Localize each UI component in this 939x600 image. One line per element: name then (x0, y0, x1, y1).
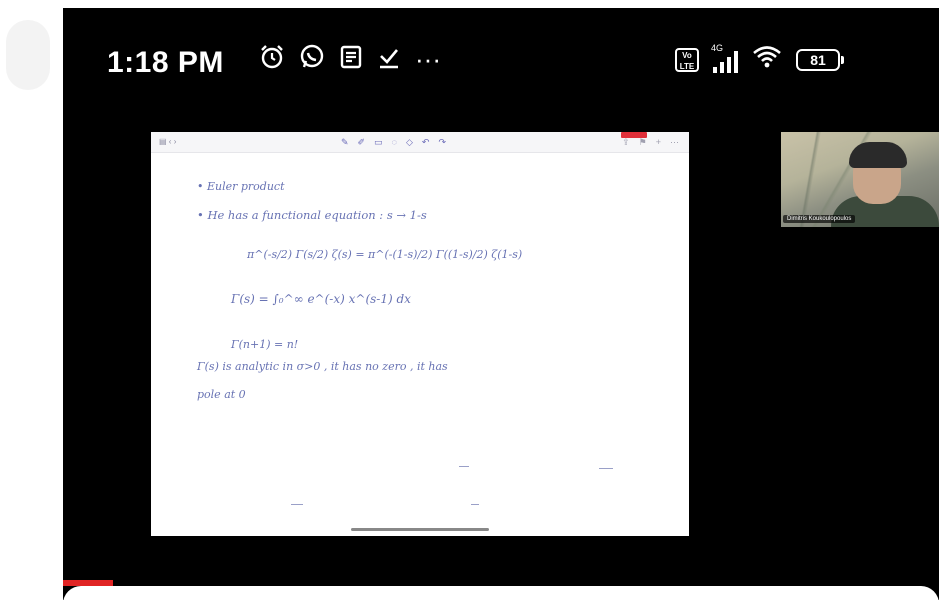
toolbar-right-controls: ⇪ ⚑ + ⋯ (622, 137, 679, 148)
recording-indicator (621, 132, 647, 138)
note-line: • He has a functional equation : s → 1-s (197, 208, 427, 222)
redo-icon[interactable]: ↷ (438, 137, 446, 147)
progress-indicator (63, 580, 113, 586)
participant-hair (849, 142, 907, 168)
download-done-icon (377, 44, 401, 74)
note-line: pole at 0 (197, 388, 246, 401)
highlighter-tool-icon[interactable]: ✐ (357, 137, 366, 147)
blurred-edge (6, 20, 50, 90)
share-icon[interactable]: ⇪ (622, 137, 630, 147)
drawing-tools: ✎ ✐ ▭ ◌ ◇ ↶ ↷ (341, 137, 446, 148)
battery-level: 81 (796, 48, 840, 71)
signal-icon: 4G (711, 43, 738, 73)
battery-icon: 81 (796, 48, 844, 71)
phone-screen: 1:18 PM (63, 8, 939, 600)
shapes-tool-icon[interactable]: ◇ (405, 137, 413, 147)
note-line: • Euler product (197, 180, 285, 193)
ink-speck (459, 466, 469, 467)
ink-speck (599, 468, 613, 469)
add-page-icon[interactable]: + (655, 137, 661, 147)
more-icon: ··· (415, 44, 441, 74)
system-icons: Vo LTE 4G 81 (675, 43, 844, 75)
note-line: Γ(s) is analytic in σ>0 , it has no zero… (197, 360, 448, 373)
note-line: Γ(s) = ∫₀^∞ e^(-x) x^(s-1) dx (231, 292, 411, 306)
notes-icon (339, 44, 363, 74)
bookmark-icon[interactable]: ⚑ (638, 137, 647, 147)
ink-speck (471, 504, 479, 505)
lasso-tool-icon[interactable]: ◌ (391, 137, 397, 147)
status-bar: 1:18 PM (63, 8, 939, 108)
whatsapp-icon (299, 44, 325, 74)
eraser-tool-icon[interactable]: ▭ (374, 137, 383, 147)
forward-icon[interactable]: › (173, 137, 177, 146)
ink-speck (291, 504, 303, 505)
volte-icon: Vo LTE (675, 47, 699, 72)
alarm-icon (259, 44, 285, 74)
sidebar-icon[interactable]: ▤ (159, 137, 167, 146)
page-scrollbar[interactable] (351, 528, 489, 531)
network-type-label: 4G (711, 42, 724, 53)
shared-screen: ▤ ‹ › ✎ ✐ ▭ ◌ ◇ ↶ ↷ ⇪ ⚑ + ⋯ • Euler prod… (151, 132, 689, 536)
participant-name-tag: Dimitris Koukoulopoulos (783, 215, 856, 223)
participant-video[interactable]: Dimitris Koukoulopoulos (781, 132, 939, 227)
note-line: π^(-s/2) Γ(s/2) ζ(s) = π^(-(1-s)/2) Γ((1… (247, 248, 523, 261)
back-icon[interactable]: ‹ (168, 137, 172, 146)
handwritten-notes: • Euler product • He has a functional eq… (151, 154, 689, 536)
status-time: 1:18 PM (107, 46, 224, 79)
menu-icon[interactable]: ⋯ (670, 137, 679, 147)
bottom-sheet[interactable] (63, 586, 939, 600)
notes-app-toolbar: ▤ ‹ › ✎ ✐ ▭ ◌ ◇ ↶ ↷ ⇪ ⚑ + ⋯ (151, 132, 689, 153)
notification-icons: ··· (259, 44, 441, 74)
toolbar-left-controls: ▤ ‹ › (159, 137, 176, 146)
undo-icon[interactable]: ↶ (421, 137, 430, 147)
left-margin (0, 0, 63, 600)
wifi-icon (752, 44, 782, 75)
pen-tool-icon[interactable]: ✎ (341, 137, 349, 147)
note-line: Γ(n+1) = n! (231, 338, 299, 351)
